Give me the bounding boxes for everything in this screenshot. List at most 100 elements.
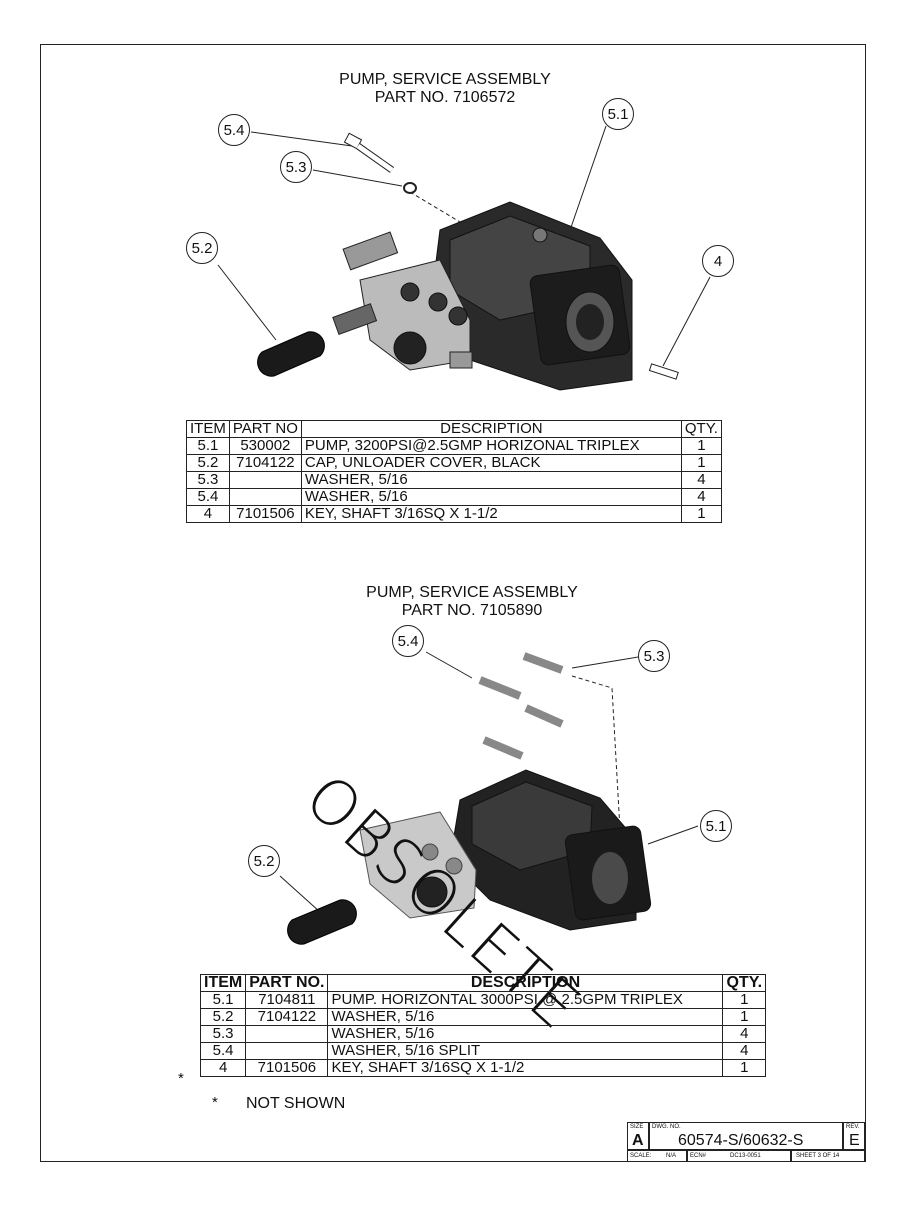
dwg-value: 60574-S/60632-S: [678, 1132, 804, 1149]
rev-value: E: [849, 1132, 860, 1149]
top-callout-5-2: 5.2: [186, 232, 218, 264]
bottom-callout-5-3: 5.3: [638, 640, 670, 672]
bottom-callout-5-2: 5.2: [248, 845, 280, 877]
cap-5-2: [257, 331, 325, 377]
manifold: [332, 231, 473, 371]
top-callout-4: 4: [702, 245, 734, 277]
drawing-frame: [40, 44, 866, 1162]
header-part-no: PART NO: [228, 420, 302, 438]
washer-5-3: [403, 182, 417, 194]
shaft-key: [648, 363, 679, 380]
rev-cell: REV. E: [843, 1122, 865, 1150]
ecn-label: ECN#: [690, 1153, 707, 1159]
cell-qty: 4: [722, 1042, 767, 1060]
cell-item: 5.1: [199, 991, 247, 1009]
header-item: ITEM: [186, 420, 230, 438]
header-description: DESCRIPTION: [300, 420, 682, 438]
top-title: PUMP, SERVICE ASSEMBLY PART NO. 7106572: [300, 71, 590, 107]
cell-description: WASHER, 5/16: [327, 1025, 724, 1043]
cell-qty: 1: [680, 454, 722, 472]
cell-item: 5.4: [186, 488, 230, 506]
bottom-title-line1: PUMP, SERVICE ASSEMBLY: [366, 584, 578, 601]
bottom-callout-5-1: 5.1: [700, 810, 732, 842]
ecn-value: DC13-0051: [730, 1153, 761, 1159]
sheet-cell: SHEET 3 OF 14: [791, 1150, 865, 1162]
table-row: 5.4 WASHER, 5/16 4: [186, 488, 722, 506]
cap-5-2: [287, 899, 357, 945]
cell-part-no: 7101506: [228, 505, 302, 523]
table-row: 4 7101506 KEY, SHAFT 3/16SQ X 1-1/2 1: [199, 1059, 767, 1077]
rev-label: REV.: [846, 1124, 860, 1130]
bolt-5-4: [343, 132, 395, 173]
scale-label: SCALE:: [630, 1153, 652, 1159]
cell-item: 5.3: [199, 1025, 247, 1043]
table-row: 5.2 7104122 CAP, UNLOADER COVER, BLACK 1: [186, 454, 722, 472]
cell-description: PUMP. HORIZONTAL 3000PSI @ 2.5GPM TRIPLE…: [327, 991, 724, 1009]
cell-description: CAP, UNLOADER COVER, BLACK: [300, 454, 682, 472]
table-row: 5.3 WASHER, 5/16 4: [186, 471, 722, 489]
cell-description: KEY, SHAFT 3/16SQ X 1-1/2: [300, 505, 682, 523]
cell-description: KEY, SHAFT 3/16SQ X 1-1/2: [327, 1059, 724, 1077]
header-qty: QTY.: [680, 420, 722, 438]
cell-item: 5.3: [186, 471, 230, 489]
top-callout-5-4: 5.4: [218, 114, 250, 146]
header-item: ITEM: [199, 974, 247, 992]
cell-part-no: 7104122: [245, 1008, 329, 1026]
cell-description: WASHER, 5/16: [300, 471, 682, 489]
size-value: A: [632, 1132, 644, 1149]
cell-qty: 1: [680, 437, 722, 455]
top-callout-5-3: 5.3: [280, 151, 312, 183]
cell-part-no: [228, 471, 302, 489]
bottom-title-line2: PART NO. 7105890: [401, 602, 543, 619]
cell-qty: 1: [722, 1059, 767, 1077]
cell-part-no: 7104122: [228, 454, 302, 472]
table-header-row: ITEM PART NO. DESCRIPTION QTY.: [199, 974, 767, 992]
cell-part-no: [245, 1042, 329, 1060]
scale-value: N/A: [666, 1153, 677, 1159]
table-row: 5.4 WASHER, 5/16 SPLIT 4: [199, 1042, 767, 1060]
top-pump-drawing: [217, 125, 711, 391]
cell-item: 5.2: [186, 454, 230, 472]
size-label: SIZE: [630, 1124, 644, 1130]
bolts-5-4: [478, 652, 564, 760]
pump-body: [429, 201, 633, 391]
cell-description: WASHER, 5/16: [300, 488, 682, 506]
manifold: [359, 811, 477, 919]
bottom-callout-5-4: 5.4: [392, 625, 424, 657]
table-row: 5.1 7104811 PUMP. HORIZONTAL 3000PSI @ 2…: [199, 991, 767, 1009]
size-cell: SIZE A: [627, 1122, 649, 1150]
cell-qty: 1: [680, 505, 722, 523]
top-title-line2: PART NO. 7106572: [374, 89, 516, 106]
header-description: DESCRIPTION: [327, 974, 724, 992]
dwg-label: DWG. NO.: [652, 1124, 681, 1130]
top-title-line1: PUMP, SERVICE ASSEMBLY: [339, 71, 551, 88]
ecn-cell: ECN# DC13-0051: [687, 1150, 791, 1162]
bottom-pump-drawing: [279, 651, 699, 945]
cell-item: 5.2: [199, 1008, 247, 1026]
cell-description: WASHER, 5/16: [327, 1008, 724, 1026]
table-header-row: ITEM PART NO DESCRIPTION QTY.: [186, 420, 722, 438]
cell-item: 5.1: [186, 437, 230, 455]
cell-part-no: 7104811: [245, 991, 329, 1009]
cell-description: PUMP, 3200PSI@2.5GMP HORIZONAL TRIPLEX: [300, 437, 682, 455]
cell-part-no: [245, 1025, 329, 1043]
header-qty: QTY.: [722, 974, 767, 992]
bottom-parts-table: ITEM PART NO. DESCRIPTION QTY. 5.1 71048…: [199, 974, 767, 1077]
dwg-cell: DWG. NO. 60574-S/60632-S: [649, 1122, 843, 1150]
cell-qty: 1: [722, 1008, 767, 1026]
pump-body: [449, 769, 652, 931]
cell-qty: 4: [680, 488, 722, 506]
table-row: 5.2 7104122 WASHER, 5/16 1: [199, 1008, 767, 1026]
cell-qty: 1: [722, 991, 767, 1009]
table-row: 4 7101506 KEY, SHAFT 3/16SQ X 1-1/2 1: [186, 505, 722, 523]
cell-item: 4: [199, 1059, 247, 1077]
cell-qty: 4: [722, 1025, 767, 1043]
cell-part-no: 7101506: [245, 1059, 329, 1077]
top-parts-table: ITEM PART NO DESCRIPTION QTY. 5.1 530002…: [186, 420, 722, 523]
header-part-no: PART NO.: [245, 974, 329, 992]
scale-cell: SCALE: N/A: [627, 1150, 687, 1162]
cell-part-no: [228, 488, 302, 506]
cell-part-no: 530002: [228, 437, 302, 455]
title-block: SIZE A DWG. NO. 60574-S/60632-S REV. E S…: [627, 1122, 865, 1162]
bottom-title: PUMP, SERVICE ASSEMBLY PART NO. 7105890: [327, 584, 617, 620]
